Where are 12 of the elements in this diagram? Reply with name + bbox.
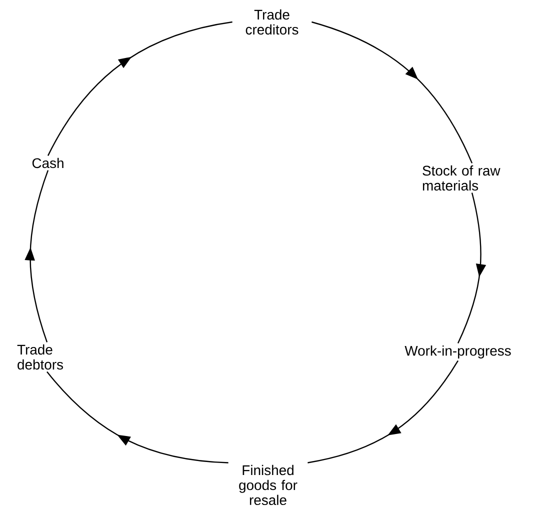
arrow: [457, 192, 486, 344]
arrow: [312, 21, 473, 164]
stage-label: Finished goods for resale: [239, 464, 298, 506]
arrow: [24, 170, 49, 342]
stage-label: Work-in-progress: [404, 345, 511, 358]
stage-label: Trade creditors: [246, 9, 298, 35]
arrow: [47, 21, 232, 156]
arrow: [308, 360, 459, 464]
arrow: [46, 371, 228, 464]
stage-label: Cash: [32, 158, 64, 168]
stage-label: Trade debtors: [17, 344, 64, 370]
stage-label: Stock of raw materials: [422, 165, 500, 191]
